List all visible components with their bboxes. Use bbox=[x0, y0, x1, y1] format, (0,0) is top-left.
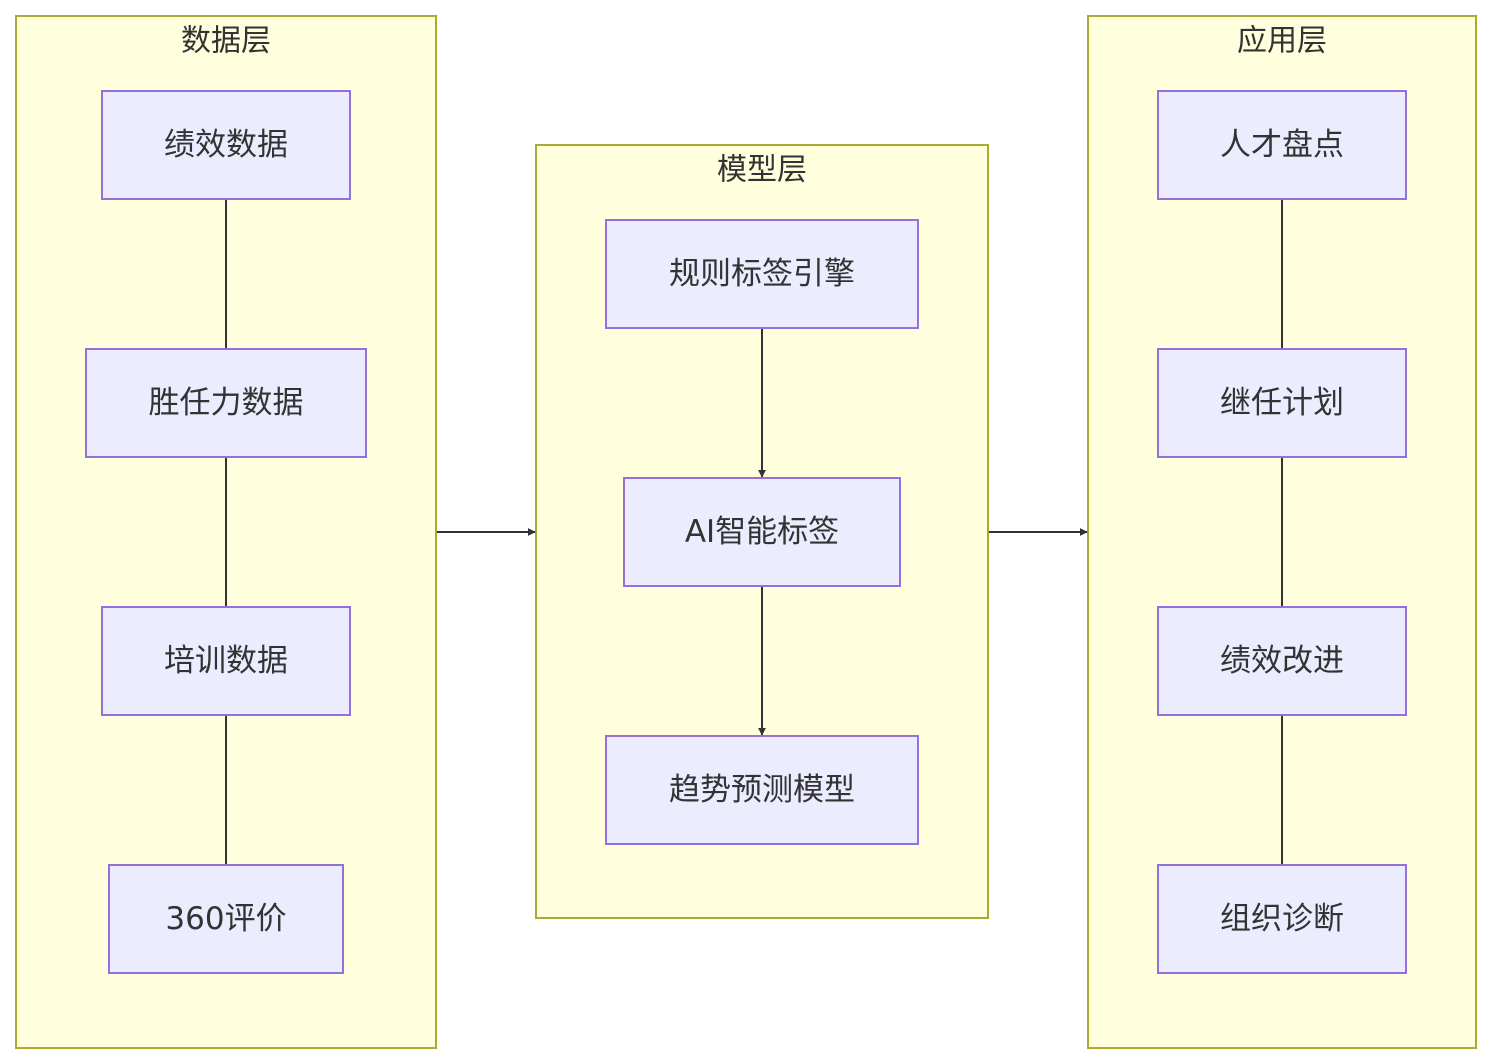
node-360-review[interactable]: 360评价 bbox=[108, 864, 344, 974]
node-360-review-box bbox=[108, 864, 344, 974]
node-competency-data-box bbox=[85, 348, 367, 458]
node-talent-review-box bbox=[1157, 90, 1407, 200]
node-training-data[interactable]: 培训数据 bbox=[101, 606, 351, 716]
node-rule-engine-box bbox=[605, 219, 919, 329]
node-perf-data-box bbox=[101, 90, 351, 200]
node-rule-engine-label: 规则标签引擎 bbox=[669, 256, 855, 292]
node-training-data-box bbox=[101, 606, 351, 716]
node-ai-tags-label: AI智能标签 bbox=[685, 514, 839, 550]
node-rule-engine[interactable]: 规则标签引擎 bbox=[605, 219, 919, 329]
node-ai-tags-box bbox=[623, 477, 901, 587]
node-ai-tags[interactable]: AI智能标签 bbox=[623, 477, 901, 587]
cluster-app-layer-title: 应用层 bbox=[1237, 24, 1327, 59]
node-training-data-label: 培训数据 bbox=[164, 643, 288, 679]
node-org-diagnosis-box bbox=[1157, 864, 1407, 974]
node-org-diagnosis[interactable]: 组织诊断 bbox=[1157, 864, 1407, 974]
node-talent-review-label: 人才盘点 bbox=[1220, 127, 1344, 163]
node-org-diagnosis-label: 组织诊断 bbox=[1220, 901, 1344, 937]
node-succession-label: 继任计划 bbox=[1220, 385, 1344, 421]
node-perf-improve[interactable]: 绩效改进 bbox=[1157, 606, 1407, 716]
node-competency-data-label: 胜任力数据 bbox=[149, 385, 304, 421]
node-talent-review[interactable]: 人才盘点 bbox=[1157, 90, 1407, 200]
node-trend-model-box bbox=[605, 735, 919, 845]
node-competency-data[interactable]: 胜任力数据 bbox=[85, 348, 367, 458]
node-trend-model[interactable]: 趋势预测模型 bbox=[605, 735, 919, 845]
node-perf-data-label: 绩效数据 bbox=[164, 127, 288, 163]
node-perf-improve-box bbox=[1157, 606, 1407, 716]
node-360-review-label: 360评价 bbox=[165, 901, 286, 937]
node-succession-box bbox=[1157, 348, 1407, 458]
node-perf-improve-label: 绩效改进 bbox=[1220, 643, 1344, 679]
node-succession[interactable]: 继任计划 bbox=[1157, 348, 1407, 458]
node-perf-data[interactable]: 绩效数据 bbox=[101, 90, 351, 200]
node-trend-model-label: 趋势预测模型 bbox=[669, 772, 855, 808]
cluster-model-layer-title: 模型层 bbox=[717, 153, 807, 188]
cluster-data-layer-title: 数据层 bbox=[181, 24, 271, 59]
